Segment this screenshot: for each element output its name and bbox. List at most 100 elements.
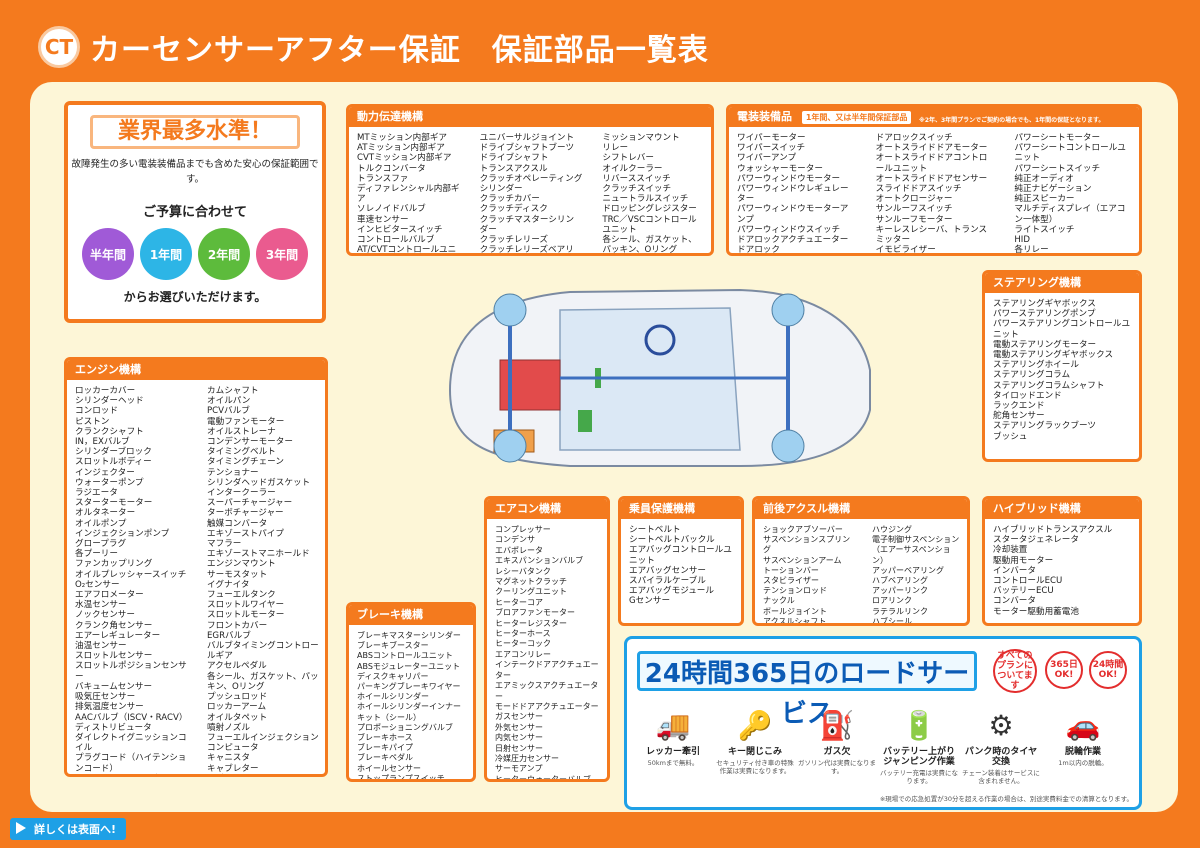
part-item: ブレーキホース bbox=[357, 733, 413, 743]
aircon-panel: エアコン機構 コンプレッサーコンデンサエバポレータエキスパンションバルブレシーバ… bbox=[484, 496, 610, 782]
part-item: AACバルブ（ISCV・RACV） bbox=[75, 712, 188, 723]
part-item: ピストン bbox=[75, 416, 110, 427]
part-item: AT/CVTコントロールユニット bbox=[357, 245, 457, 256]
part-item: ロッカーアーム bbox=[207, 702, 267, 713]
part-item: 電磁クラッチ bbox=[602, 255, 705, 256]
part-item: ドライブシャフトブーツ bbox=[479, 143, 575, 154]
part-item: 電動ステアリングモーター bbox=[993, 339, 1097, 350]
part-item: 電動ファンモーター bbox=[207, 416, 285, 427]
service-derail-sub: 1m以内の脱輪。 bbox=[1058, 759, 1108, 767]
part-item: ワイパーモーター bbox=[737, 133, 806, 143]
part-item: クラッチレリーズ bbox=[479, 235, 548, 246]
part-item: オイルプレッシャースイッチ bbox=[75, 569, 187, 580]
part-item: コンバータ bbox=[993, 596, 1036, 607]
part-item: テンショナー bbox=[207, 467, 259, 478]
brake-header: ブレーキ機構 bbox=[349, 605, 473, 625]
part-item: トランスアクスル bbox=[479, 163, 548, 174]
part-item: O₂センサー bbox=[75, 579, 120, 590]
part-item: クラッチマスターシリンダー bbox=[479, 214, 575, 235]
part-item: プロポーショニングバルブ bbox=[357, 722, 453, 732]
part-item: オイルポンプ bbox=[75, 518, 127, 529]
part-item: エアバッグセンサー bbox=[629, 565, 707, 576]
part-item: ユニバーサルジョイント bbox=[479, 133, 575, 143]
part-item: ストップランプスイッチ bbox=[357, 773, 445, 782]
promo-panel: 業界最多水準！ 故障発生の多い電装装備品までも含めた安心の保証範囲です。 ご予算… bbox=[64, 101, 326, 323]
part-item: ステアリングラックブーツ bbox=[993, 421, 1096, 432]
part-item: スロットルワイヤー bbox=[207, 600, 285, 611]
part-item: HID bbox=[1014, 235, 1030, 246]
part-item: 外気センサー bbox=[495, 722, 543, 732]
part-item: 各リレー bbox=[1014, 245, 1049, 256]
part-item: ラジエータ bbox=[75, 488, 118, 499]
road-service-panel: 24時間365日のロードサービス すべてのプランについてます 365日OK! 2… bbox=[624, 636, 1142, 810]
part-item: ホイールシリンダーインナーキット（シール） bbox=[357, 702, 461, 722]
part-item: ショックアブソーバー bbox=[763, 525, 843, 534]
part-item: フロントカバー bbox=[207, 620, 268, 631]
part-item: ドアロックスイッチ bbox=[875, 133, 953, 143]
part-item: ガスセンサー bbox=[495, 712, 543, 722]
part-item: ブロアファンモーター bbox=[495, 608, 575, 618]
part-item: EGRバルブ bbox=[207, 630, 251, 641]
part-item: フューエルインジェクションコンピュータ bbox=[207, 732, 319, 754]
hybrid-panel: ハイブリッド機構 ハイブリッドトランスアクスルスタータジェネレータ冷却装置駆動用… bbox=[982, 496, 1142, 626]
part-item: サスペンションアーム bbox=[763, 555, 842, 565]
part-item: CVTミッション内部ギア bbox=[357, 153, 452, 164]
part-item: オートスライドドアセンサー bbox=[875, 173, 988, 184]
battery-icon: 🔋 bbox=[901, 709, 937, 742]
part-item: ワイパースイッチ bbox=[737, 143, 806, 154]
period-3-year: 3年間 bbox=[256, 228, 308, 280]
part-item: オルタネーター bbox=[75, 508, 136, 519]
electrical-panel: 電装装備品 1年間、又は半年間保証部品 ※2年、3年間プランでご契約の場合でも、… bbox=[726, 104, 1142, 256]
part-item: ターボチャージャー bbox=[207, 508, 284, 519]
part-item: エキゾーストマニホールド bbox=[207, 549, 310, 560]
part-item: アッパーベアリング bbox=[872, 565, 944, 575]
part-item: クラッチカバー bbox=[479, 194, 540, 205]
part-item: プッシュロッド bbox=[207, 692, 268, 703]
part-item: モードドアアクチュエーター bbox=[495, 701, 599, 711]
part-item: 噴射ノズル bbox=[207, 722, 250, 733]
part-item: ワイパーアンプ bbox=[737, 153, 797, 164]
part-item: パワーステアリングコントロールユニット bbox=[993, 319, 1131, 340]
part-item: パワーウィンドウモーターアンプ bbox=[737, 204, 849, 225]
part-item: ABSコントロールユニット bbox=[357, 651, 453, 661]
part-item: ヒーターウォーターバルブ bbox=[495, 774, 591, 782]
steering-header: ステアリング機構 bbox=[985, 273, 1139, 293]
part-item: 内気センサー bbox=[495, 733, 543, 743]
part-item: コンデンサーモーター bbox=[207, 437, 293, 448]
electrical-badge: 1年間、又は半年間保証部品 bbox=[801, 111, 912, 124]
part-item: ソレノイドバルブ bbox=[357, 204, 426, 215]
part-item: インバータ bbox=[993, 565, 1036, 576]
part-item: パワーウィンドウスイッチ bbox=[737, 224, 841, 235]
part-item: フューエルタンク bbox=[207, 590, 276, 601]
car-diagram bbox=[410, 270, 880, 480]
part-item: キーレスレシーバ、トランスミッター bbox=[875, 224, 988, 246]
details-link[interactable]: 詳しくは表面へ! bbox=[10, 818, 127, 840]
part-item: MTミッション内部ギア bbox=[357, 133, 448, 143]
badge-365: 365日OK! bbox=[1045, 651, 1083, 689]
part-item: レシーバタンク bbox=[495, 566, 551, 576]
occupant-header: 乗員保護機構 bbox=[621, 499, 741, 519]
part-item: クラッチオペレーティングシリンダー bbox=[479, 173, 583, 195]
promo-headline: 業界最多水準！ bbox=[90, 115, 300, 149]
part-item: スタータジェネレータ bbox=[993, 535, 1079, 546]
part-item: 日射センサー bbox=[495, 743, 543, 753]
part-item: ステアリングコラム bbox=[993, 370, 1071, 381]
part-item: タイロッドエンド bbox=[993, 390, 1062, 401]
part-item: ステアリングコラムシャフト bbox=[993, 380, 1105, 391]
part-item: PCVバルブ bbox=[207, 406, 250, 417]
part-item: サンルーフスイッチ bbox=[875, 204, 953, 215]
part-item: 純正オーディオ bbox=[1014, 173, 1074, 184]
part-item: 冷媒圧力センサー bbox=[495, 753, 559, 763]
service-tire-label: パンク時のタイヤ交換 bbox=[964, 747, 1038, 767]
part-item: トルクコンバータ bbox=[357, 163, 426, 174]
stuck-car-icon: 🚗 bbox=[1065, 709, 1101, 742]
part-item: ファンカップリング bbox=[75, 559, 153, 570]
part-item: コントロールECU bbox=[993, 576, 1063, 587]
service-tow-sub: 50kmまで無料。 bbox=[647, 759, 699, 767]
part-item: アッパーリンク bbox=[872, 586, 928, 596]
part-item: カムシャフト bbox=[207, 386, 259, 396]
part-item: シフトレバー bbox=[602, 153, 654, 164]
